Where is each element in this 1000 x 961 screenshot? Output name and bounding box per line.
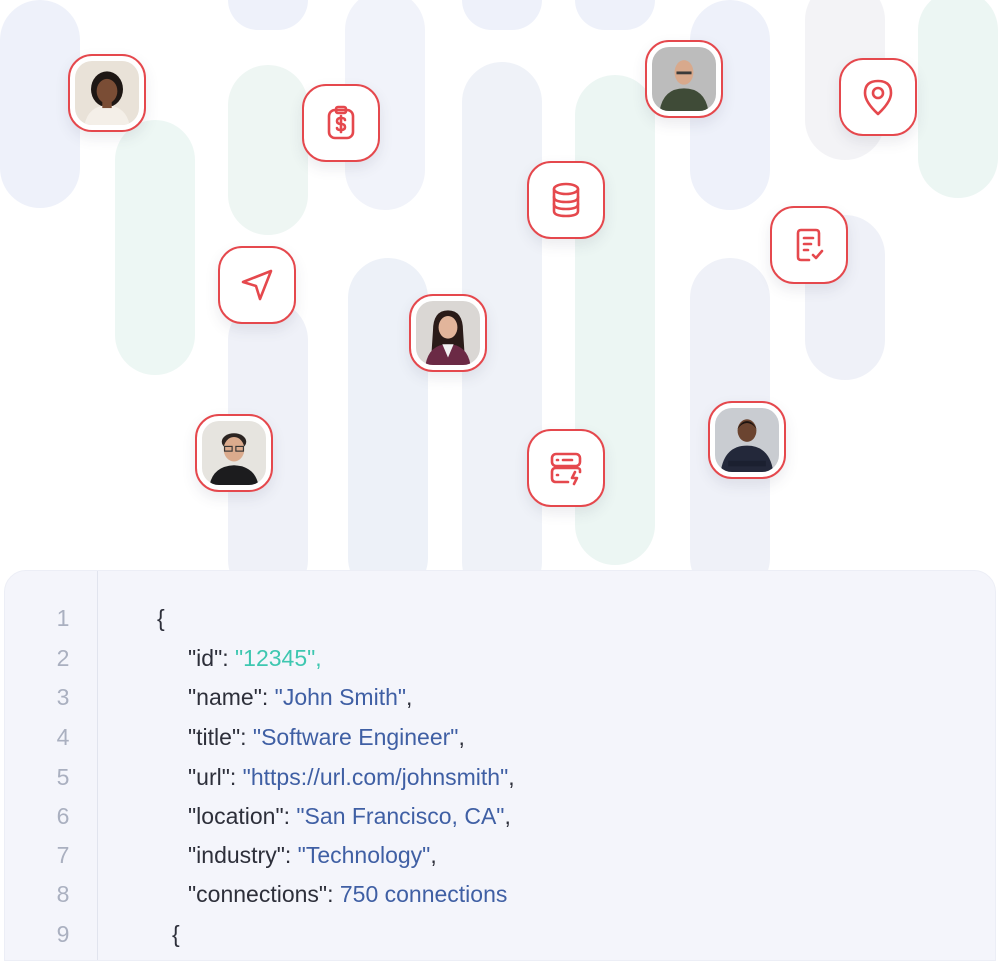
database-icon <box>527 161 605 239</box>
line-number: 3 <box>56 684 70 710</box>
code-text: "name": "John Smith", <box>188 677 412 717</box>
json-code-panel: 1 { 2 "id": "12345", 3 "name": "John Smi… <box>4 570 996 961</box>
json-value: "https://url.com/johnsmith" <box>242 764 509 790</box>
json-key: "url" <box>188 764 230 790</box>
json-comma: , <box>430 842 437 868</box>
line-number: 4 <box>56 724 70 750</box>
line-number: 7 <box>56 842 70 868</box>
avatar-woman-smiling <box>68 54 146 132</box>
avatar-bald-man <box>645 40 723 118</box>
code-line-2: 2 "id": "12345", <box>5 638 995 678</box>
code-text: "url": "https://url.com/johnsmith", <box>188 757 515 797</box>
line-number: 1 <box>56 605 70 631</box>
code-text: "id": "12345", <box>188 638 322 678</box>
avatar-image <box>416 301 480 365</box>
code-text: { <box>157 605 165 631</box>
json-key: "industry" <box>188 842 285 868</box>
json-value: "Software Engineer" <box>252 724 459 750</box>
code-line-9: 9 { <box>5 914 995 954</box>
json-separator: : <box>261 684 275 710</box>
code-line-8: 8 "connections": 750 connections <box>5 874 995 914</box>
json-value: 750 connections <box>339 881 508 907</box>
json-key: "id" <box>188 645 223 671</box>
json-value: "San Francisco, CA" <box>296 803 505 829</box>
json-key: "title" <box>188 724 241 750</box>
avatar-image <box>75 61 139 125</box>
code-line-3: 3 "name": "John Smith", <box>5 677 995 717</box>
line-number-gutter-divider <box>97 571 98 960</box>
server-bolt-icon <box>527 429 605 507</box>
json-comma: , <box>508 764 515 790</box>
json-value: "Technology" <box>297 842 431 868</box>
avatar-woman-center <box>409 294 487 372</box>
avatar-man-crossed-arms <box>708 401 786 479</box>
avatar-image <box>202 421 266 485</box>
line-number: 5 <box>56 764 70 790</box>
map-pin-icon <box>839 58 917 136</box>
line-number: 6 <box>56 803 70 829</box>
json-separator: : <box>327 881 340 907</box>
json-value: "John Smith" <box>274 684 407 710</box>
avatar-image <box>652 47 716 111</box>
document-check-icon <box>770 206 848 284</box>
code-text: { <box>172 921 180 947</box>
json-value: "12345", <box>235 645 322 671</box>
dollar-clipboard-icon <box>302 84 380 162</box>
code-text: "connections": 750 connections <box>188 874 507 914</box>
navigation-arrow-icon <box>218 246 296 324</box>
avatar-man-glasses <box>195 414 273 492</box>
json-separator: : <box>284 842 298 868</box>
json-separator: : <box>283 803 297 829</box>
json-key: "location" <box>188 803 284 829</box>
json-separator: : <box>240 724 253 750</box>
json-key: "connections" <box>188 881 328 907</box>
code-line-7: 7 "industry": "Technology", <box>5 835 995 875</box>
json-separator: : <box>222 645 236 671</box>
code-line-6: 6 "location": "San Francisco, CA", <box>5 796 995 836</box>
json-comma: , <box>504 803 511 829</box>
code-text: "title": "Software Engineer", <box>188 717 465 757</box>
avatar-image <box>715 408 779 472</box>
code-line-5: 5 "url": "https://url.com/johnsmith", <box>5 757 995 797</box>
json-separator: : <box>229 764 243 790</box>
json-comma: , <box>406 684 413 710</box>
code-text: "location": "San Francisco, CA", <box>188 796 511 836</box>
json-comma: , <box>458 724 465 750</box>
code-line-1: 1 { <box>5 598 995 638</box>
code-text: "industry": "Technology", <box>188 835 437 875</box>
line-number: 9 <box>56 921 70 947</box>
line-number: 2 <box>56 645 70 671</box>
line-number: 8 <box>56 881 70 907</box>
json-key: "name" <box>188 684 262 710</box>
code-line-4: 4 "title": "Software Engineer", <box>5 717 995 757</box>
